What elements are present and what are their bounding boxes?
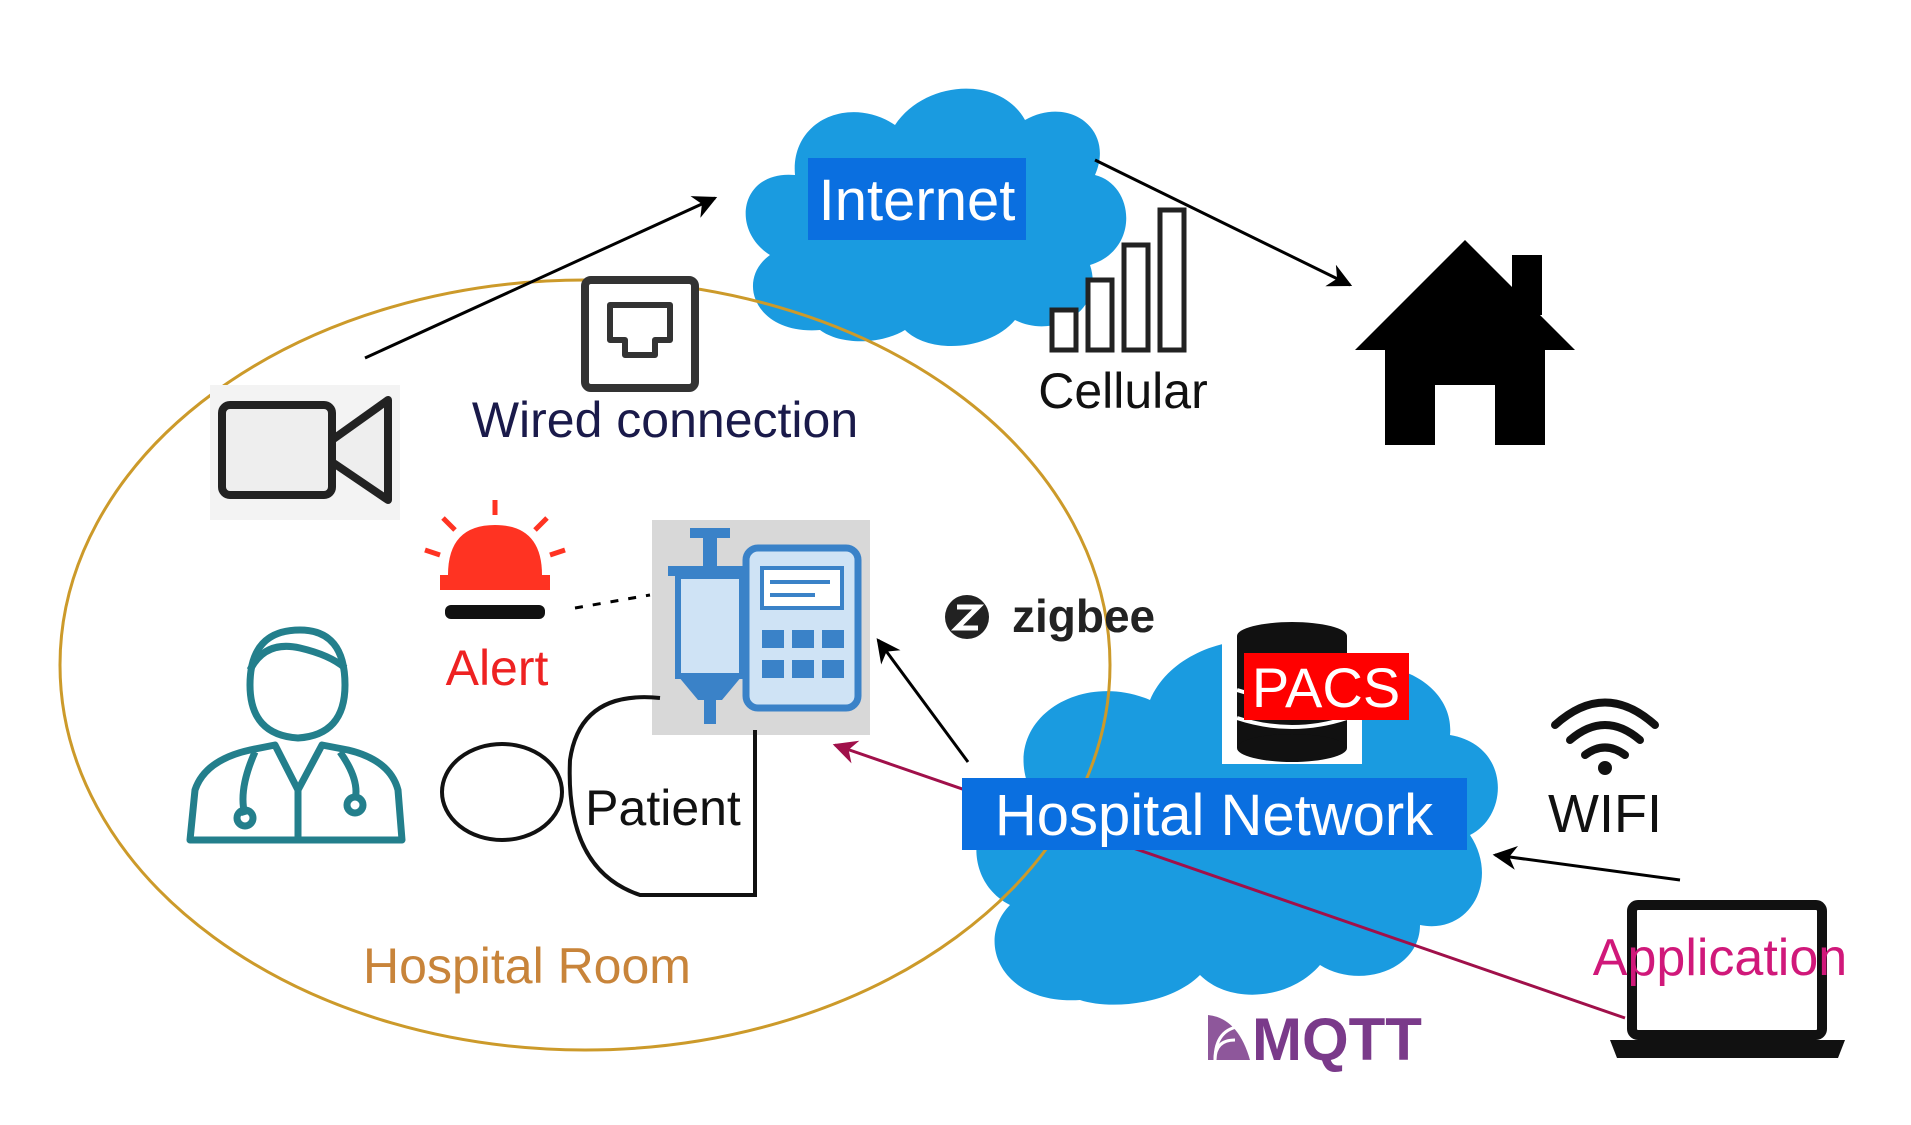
alert-link (574, 593, 651, 610)
mqtt-logo-icon (1208, 1015, 1250, 1061)
doctor-icon (186, 626, 406, 844)
application-label: Application (1593, 929, 1847, 987)
laptop-icon (1610, 900, 1845, 1058)
zigbee-label: zigbee (1012, 590, 1155, 642)
wifi-icon (1551, 698, 1659, 775)
video-camera-icon (210, 385, 400, 520)
pacs-label-bg (1244, 653, 1409, 720)
hospital-room-label: Hospital Room (363, 938, 691, 994)
patient-figure (440, 695, 757, 897)
cellular-label: Cellular (1038, 363, 1208, 419)
alarm-light-icon (424, 500, 566, 619)
wifi-label: WIFI (1548, 784, 1662, 844)
alert-label: Alert (446, 640, 549, 696)
wired-arrow (364, 196, 718, 360)
zigbee-arrow (876, 638, 970, 763)
hospital-network-label: Hospital Network (995, 783, 1434, 848)
ethernet-port-icon (581, 276, 699, 392)
hospital-network-label-bg (962, 778, 1467, 850)
patient-label: Patient (585, 780, 741, 836)
wired-connection-label: Wired connection (472, 392, 858, 448)
home-arrow (1094, 158, 1353, 287)
pacs-label: PACS (1252, 656, 1400, 719)
house-icon (1355, 240, 1575, 445)
mqtt-label: MQTT (1252, 1006, 1422, 1073)
internet-label-bg (808, 158, 1026, 240)
cellular-signal-icon (1049, 207, 1187, 353)
infusion-pump-icon (652, 520, 870, 735)
zigbee-logo-icon (945, 595, 989, 639)
wifi-arrow (1492, 846, 1681, 882)
internet-label: Internet (819, 168, 1016, 233)
